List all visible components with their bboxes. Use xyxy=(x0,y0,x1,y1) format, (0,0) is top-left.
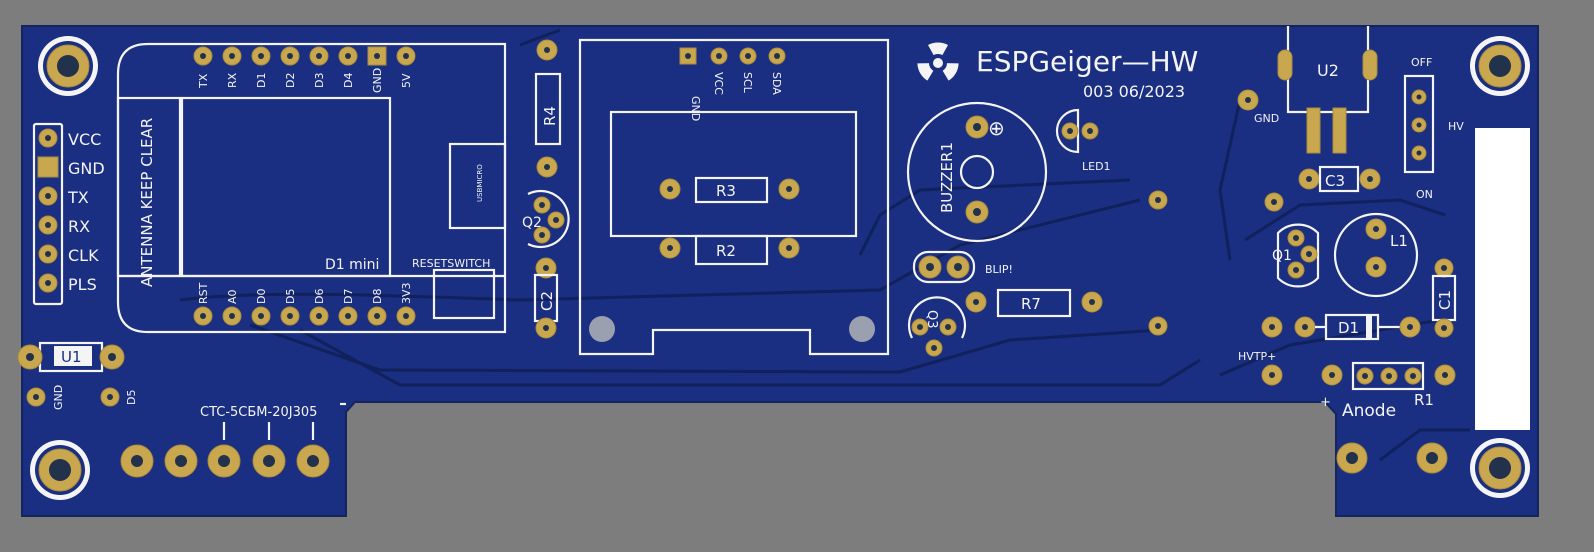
r3-label: R3 xyxy=(716,182,736,200)
d1-bottom-label-d7: D7 xyxy=(342,289,355,304)
u1-component: U1 GND D5 xyxy=(17,341,138,410)
d1mini-usb-label: USBMICRO xyxy=(476,164,484,202)
header-label-vcc: VCC xyxy=(68,130,101,149)
left-header: VCC GND TX RX CLK PLS xyxy=(32,122,105,306)
buzzer-plus: ⊕ xyxy=(988,116,1005,140)
c1-capacitor: C1 xyxy=(1431,258,1457,338)
r1-label: R1 xyxy=(1414,391,1434,409)
u2-label: U2 xyxy=(1317,61,1339,80)
header-label-rx: RX xyxy=(68,217,90,236)
board-revision: 003 06/2023 xyxy=(1083,82,1185,101)
oled-module: GND VCC SCL SDA xyxy=(578,38,890,356)
buzzer: ⊕ BUZZER1 xyxy=(906,101,1048,243)
d1-top-label-5v: 5V xyxy=(400,73,413,88)
board-title: ESPGeiger—HW xyxy=(976,45,1198,78)
d1-bottom-label-a0: A0 xyxy=(226,289,239,304)
switch-label-off: OFF xyxy=(1411,56,1432,69)
hv-switch: OFF HV ON xyxy=(1403,56,1464,201)
r3-resistor: R3 xyxy=(659,176,800,204)
vias xyxy=(1148,190,1168,336)
q2-transistor: Q2 xyxy=(522,189,570,249)
buzzer-label: BUZZER1 xyxy=(938,142,956,213)
header-label-tx: TX xyxy=(67,188,89,207)
switch-label-hv: HV xyxy=(1448,120,1464,133)
hvtp-testpoint: HVTP+ xyxy=(1238,316,1283,386)
c1-label: C1 xyxy=(1436,290,1454,310)
d1-top-label-rx: RX xyxy=(226,72,239,88)
anode-connector: + Anode xyxy=(1320,395,1448,474)
d1-top-label-tx: TX xyxy=(197,73,210,89)
l1-inductor: L1 xyxy=(1333,212,1419,298)
q2-label: Q2 xyxy=(522,215,542,231)
d1-label: D1 xyxy=(1338,319,1359,337)
header-label-clk: CLK xyxy=(68,246,99,265)
mounting-hole-top-right xyxy=(1470,36,1530,96)
q1-transistor: Q1 xyxy=(1264,192,1320,288)
oled-label-vcc: VCC xyxy=(712,72,725,95)
board-title-block: ESPGeiger—HW 003 06/2023 xyxy=(917,42,1198,101)
u1-label: U1 xyxy=(61,348,82,366)
r7-label: R7 xyxy=(1021,295,1041,313)
r2-label: R2 xyxy=(716,242,736,260)
r4-resistor: R4 xyxy=(534,39,562,178)
pcb-board xyxy=(21,25,1539,517)
d1mini-reset-label: RESETSWITCH xyxy=(412,257,490,270)
warning-sticker xyxy=(1475,128,1530,430)
u1-pin-gnd: GND xyxy=(52,385,65,410)
u1-pin-d5: D5 xyxy=(125,390,138,405)
u2-regulator: U2 xyxy=(1277,26,1378,154)
r4-label: R4 xyxy=(541,106,559,126)
tube-connector: CTC-5СБМ-20J305 xyxy=(120,402,346,478)
l1-label: L1 xyxy=(1390,232,1408,250)
oled-label-gnd: GND xyxy=(689,96,702,121)
d1-top-label-gnd: GND xyxy=(371,68,384,93)
d1-top-label-d3: D3 xyxy=(313,73,326,88)
radiation-icon xyxy=(917,42,959,81)
oled-label-sda: SDA xyxy=(770,72,783,95)
copper-traces xyxy=(179,28,1470,462)
q1-label: Q1 xyxy=(1272,248,1292,264)
blip-jumper: BLIP! xyxy=(912,250,1013,284)
c2-label: C2 xyxy=(538,291,556,311)
d1-top-label-d1: D1 xyxy=(255,73,268,88)
c2-capacitor: C2 xyxy=(533,257,559,339)
r2-resistor: R2 xyxy=(659,234,800,266)
header-label-pls: PLS xyxy=(68,275,97,294)
q3-label: Q3 xyxy=(924,310,939,329)
d1-bottom-label-3v3: 3V3 xyxy=(400,282,413,304)
d1mini-antenna-label: ANTENNA KEEP CLEAR xyxy=(138,118,156,287)
d1mini-name: D1 mini xyxy=(325,257,379,273)
r7-resistor: R7 xyxy=(965,288,1103,318)
d1-bottom-label-d6: D6 xyxy=(313,289,326,304)
hvtp-label: HVTP+ xyxy=(1238,350,1276,363)
d1mini-module: ANTENNA KEEP CLEAR USBMICRO D1 mini RESE… xyxy=(116,42,507,334)
mounting-hole-top-left xyxy=(38,36,98,96)
d1-bottom-label-d0: D0 xyxy=(255,289,268,304)
d1-bottom-label-d8: D8 xyxy=(371,289,384,304)
mounting-hole-bottom-right xyxy=(1470,438,1530,498)
anode-label: Anode xyxy=(1342,401,1396,421)
d1-top-label-d4: D4 xyxy=(342,73,355,88)
d1-top-label-d2: D2 xyxy=(284,73,297,88)
anode-plus: + xyxy=(1320,395,1331,410)
q3-transistor: Q3 xyxy=(907,296,967,357)
gnd-testpoint: GND xyxy=(1237,89,1279,125)
switch-label-on: ON xyxy=(1416,188,1433,201)
oled-label-scl: SCL xyxy=(741,72,754,94)
c3-capacitor: C3 xyxy=(1298,165,1381,193)
d1-diode: D1 xyxy=(1294,313,1421,341)
header-label-gnd: GND xyxy=(68,159,105,178)
blip-label: BLIP! xyxy=(985,263,1013,276)
connector-label: CTC-5СБМ-20J305 xyxy=(200,405,317,420)
led1-label: LED1 xyxy=(1082,160,1111,173)
d1-bottom-label-d5: D5 xyxy=(284,289,297,304)
mounting-hole-bottom-left xyxy=(30,440,90,500)
d1-bottom-label-rst: RST xyxy=(197,282,210,304)
r1-resistor: R1 xyxy=(1321,361,1456,409)
c3-label: C3 xyxy=(1325,172,1345,190)
gnd-testpoint-label: GND xyxy=(1254,112,1279,125)
led1: LED1 xyxy=(1055,108,1111,173)
